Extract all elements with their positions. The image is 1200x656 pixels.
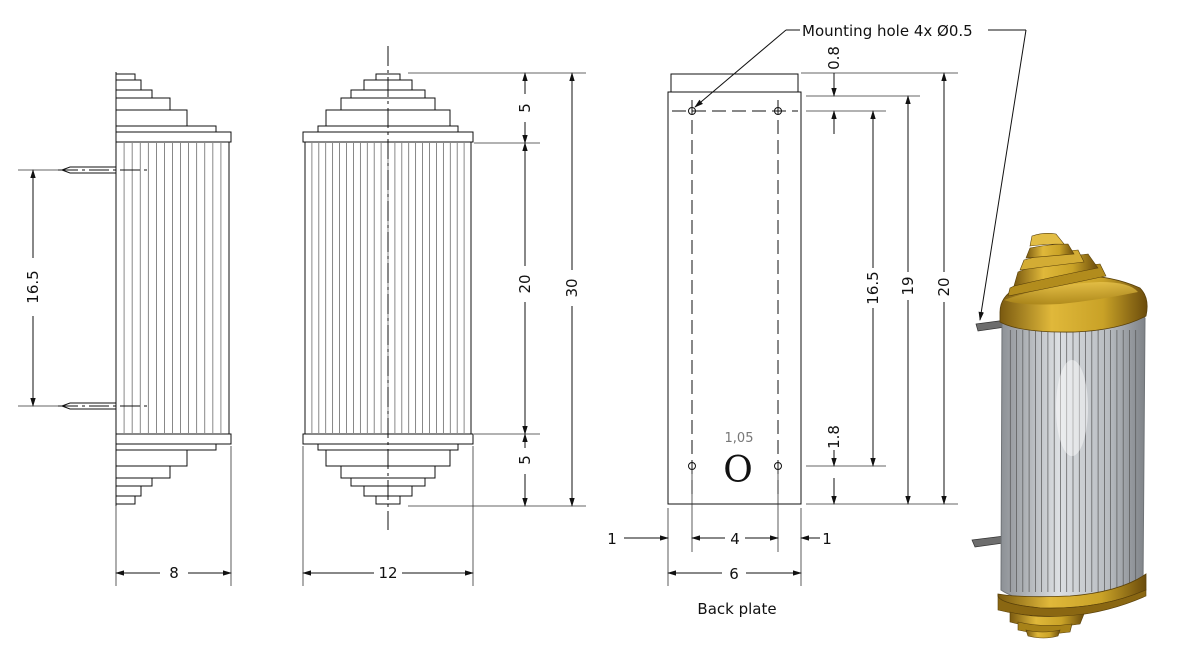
dimension-total-width: 6 <box>667 565 802 583</box>
dimension-total-height: 30 <box>563 72 581 507</box>
front-view-fluted-body <box>304 141 472 435</box>
dim-label: 8 <box>169 564 179 582</box>
side-view: 16.5 8 <box>18 72 232 586</box>
dim-label: 30 <box>563 278 581 297</box>
dimension-right-margin: 1 <box>800 530 832 548</box>
dim-label: 0.8 <box>825 46 843 70</box>
dimension-hole-spacing: 16.5 <box>18 169 58 407</box>
dim-label: 1 <box>822 530 832 548</box>
bottom-brass-cap <box>997 573 1147 639</box>
dim-label: 1 <box>607 530 617 548</box>
mounting-hole <box>774 107 782 115</box>
back-plate-title: Back plate <box>697 600 776 618</box>
dimension-hole-width: 4 <box>691 530 779 548</box>
front-view: 5 20 5 30 12 <box>302 46 586 586</box>
dim-label: 19 <box>899 276 917 295</box>
center-hole-mark: O <box>723 450 753 491</box>
dim-label: 6 <box>729 565 739 583</box>
side-view-top-steps <box>115 73 232 143</box>
dimension-top-height: 5 <box>516 72 534 144</box>
mounting-hole <box>688 107 696 115</box>
dim-label: 4 <box>730 530 740 548</box>
mounting-hole <box>774 462 782 470</box>
dimension-bottom-height: 5 <box>516 433 534 507</box>
dim-label: 5 <box>516 103 534 113</box>
mounting-hole <box>688 462 696 470</box>
dim-label: 20 <box>935 277 953 296</box>
dimension-body-height: 20 <box>516 142 534 435</box>
dimension-width: 12 <box>302 446 474 586</box>
dim-label: 1.8 <box>825 425 843 449</box>
dimension-total-height: 20 <box>935 72 953 505</box>
dimension-width: 8 <box>115 446 232 586</box>
mounting-pin <box>971 535 1005 548</box>
render-3d <box>971 233 1148 639</box>
dimension-left-margin: 1 <box>607 530 669 548</box>
side-view-fluted-body <box>115 141 230 435</box>
top-brass-cap <box>999 233 1148 333</box>
glass-highlight <box>1056 360 1088 456</box>
dim-label: 12 <box>378 564 397 582</box>
mounting-hole-callout: Mounting hole 4x Ø0.5 <box>694 22 1027 321</box>
side-view-mounting-pin <box>58 166 148 174</box>
center-hole-dim: 1,05 <box>725 431 754 446</box>
dimension-inner-height: 19 <box>899 95 917 505</box>
dimension-top-offset: 0.8 <box>825 46 843 134</box>
dim-label: 16.5 <box>864 271 882 304</box>
callout-label: Mounting hole 4x Ø0.5 <box>802 22 973 40</box>
back-plate-view: 1,05 O Mounting hole 4x Ø0.5 0.8 16.5 <box>607 22 1027 618</box>
dim-label: 16.5 <box>24 270 42 303</box>
dim-label: 20 <box>516 274 534 293</box>
dim-label: 5 <box>516 455 534 465</box>
side-view-mounting-pin <box>58 402 148 410</box>
dimension-bottom-offset: 1.8 <box>825 425 843 505</box>
side-view-bottom-steps <box>115 433 232 505</box>
dimension-hole-spacing: 16.5 <box>864 110 882 467</box>
